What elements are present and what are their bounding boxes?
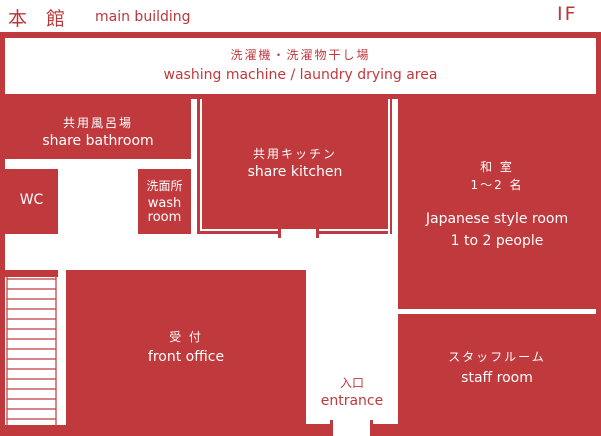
kitchen-door-gap xyxy=(281,229,316,235)
room-japanese-en2: 1 to 2 people xyxy=(450,233,544,249)
corridor-kitchen-left xyxy=(191,99,197,234)
room-laundry-jp: 洗濯機・洗濯物干し場 xyxy=(230,48,371,62)
room-kitchen: 共用キッチン share kitchen xyxy=(202,99,388,229)
room-washroom-jp: 洗面所 xyxy=(146,179,183,193)
room-wc-label: WC xyxy=(19,192,44,208)
room-washroom-en2: room xyxy=(147,210,182,225)
room-japanese-cap: 1～2 名 xyxy=(470,178,524,192)
kitchen-outline-left xyxy=(200,99,202,229)
room-laundry-en: washing machine / laundry drying area xyxy=(163,67,438,83)
kitchen-door-right xyxy=(316,222,319,238)
room-staff-jp: スタッフルーム xyxy=(448,350,546,364)
floor-label: IF xyxy=(557,3,578,25)
kitchen-outline-bottom xyxy=(200,229,280,231)
entrance-en: entrance xyxy=(320,393,384,409)
room-staff-en: staff room xyxy=(461,370,533,386)
divider-japanese-staff xyxy=(398,309,596,314)
floor-plan-bottom-edge xyxy=(0,426,601,436)
room-kitchen-en: share kitchen xyxy=(247,164,343,180)
stairs-icon xyxy=(6,277,57,425)
room-washroom: 洗面所 wash room xyxy=(138,169,191,234)
corridor-west xyxy=(58,164,138,234)
room-bathroom-en: share bathroom xyxy=(42,133,154,149)
room-kitchen-jp: 共用キッチン xyxy=(252,147,337,161)
stairs xyxy=(5,277,58,425)
corridor-stair-gap xyxy=(58,270,66,425)
room-bathroom-jp: 共用風呂場 xyxy=(62,116,133,130)
kitchen-outline-bottom-right xyxy=(318,229,390,231)
room-front-office: 受 付 front office xyxy=(66,270,306,426)
room-front-office-en: front office xyxy=(147,349,225,365)
corridor-south xyxy=(306,238,398,424)
corridor-bath-divider xyxy=(5,159,191,164)
kitchen-outline-right xyxy=(388,99,390,234)
room-japanese-en1: Japanese style room xyxy=(425,211,569,227)
room-wc: WC xyxy=(5,169,58,234)
entrance-gap-bottom xyxy=(333,426,370,436)
room-japanese: 和 室 1～2 名 Japanese style room 1 to 2 peo… xyxy=(398,99,596,309)
corridor-kitchen-right xyxy=(392,99,398,238)
room-laundry: 洗濯機・洗濯物干し場 washing machine / laundry dry… xyxy=(5,38,596,94)
entrance-jp: 入口 xyxy=(339,376,364,390)
room-washroom-en1: wash xyxy=(147,196,182,211)
room-front-office-jp: 受 付 xyxy=(169,330,203,344)
room-japanese-jp: 和 室 xyxy=(480,160,514,174)
room-bathroom: 共用風呂場 share bathroom xyxy=(5,99,191,159)
kitchen-door-left xyxy=(278,222,281,238)
room-staff: スタッフルーム staff room xyxy=(398,314,596,426)
building-subtitle: main building xyxy=(95,9,191,25)
building-title: 本 館 xyxy=(8,8,66,30)
entrance: 入口 entrance xyxy=(306,372,398,422)
